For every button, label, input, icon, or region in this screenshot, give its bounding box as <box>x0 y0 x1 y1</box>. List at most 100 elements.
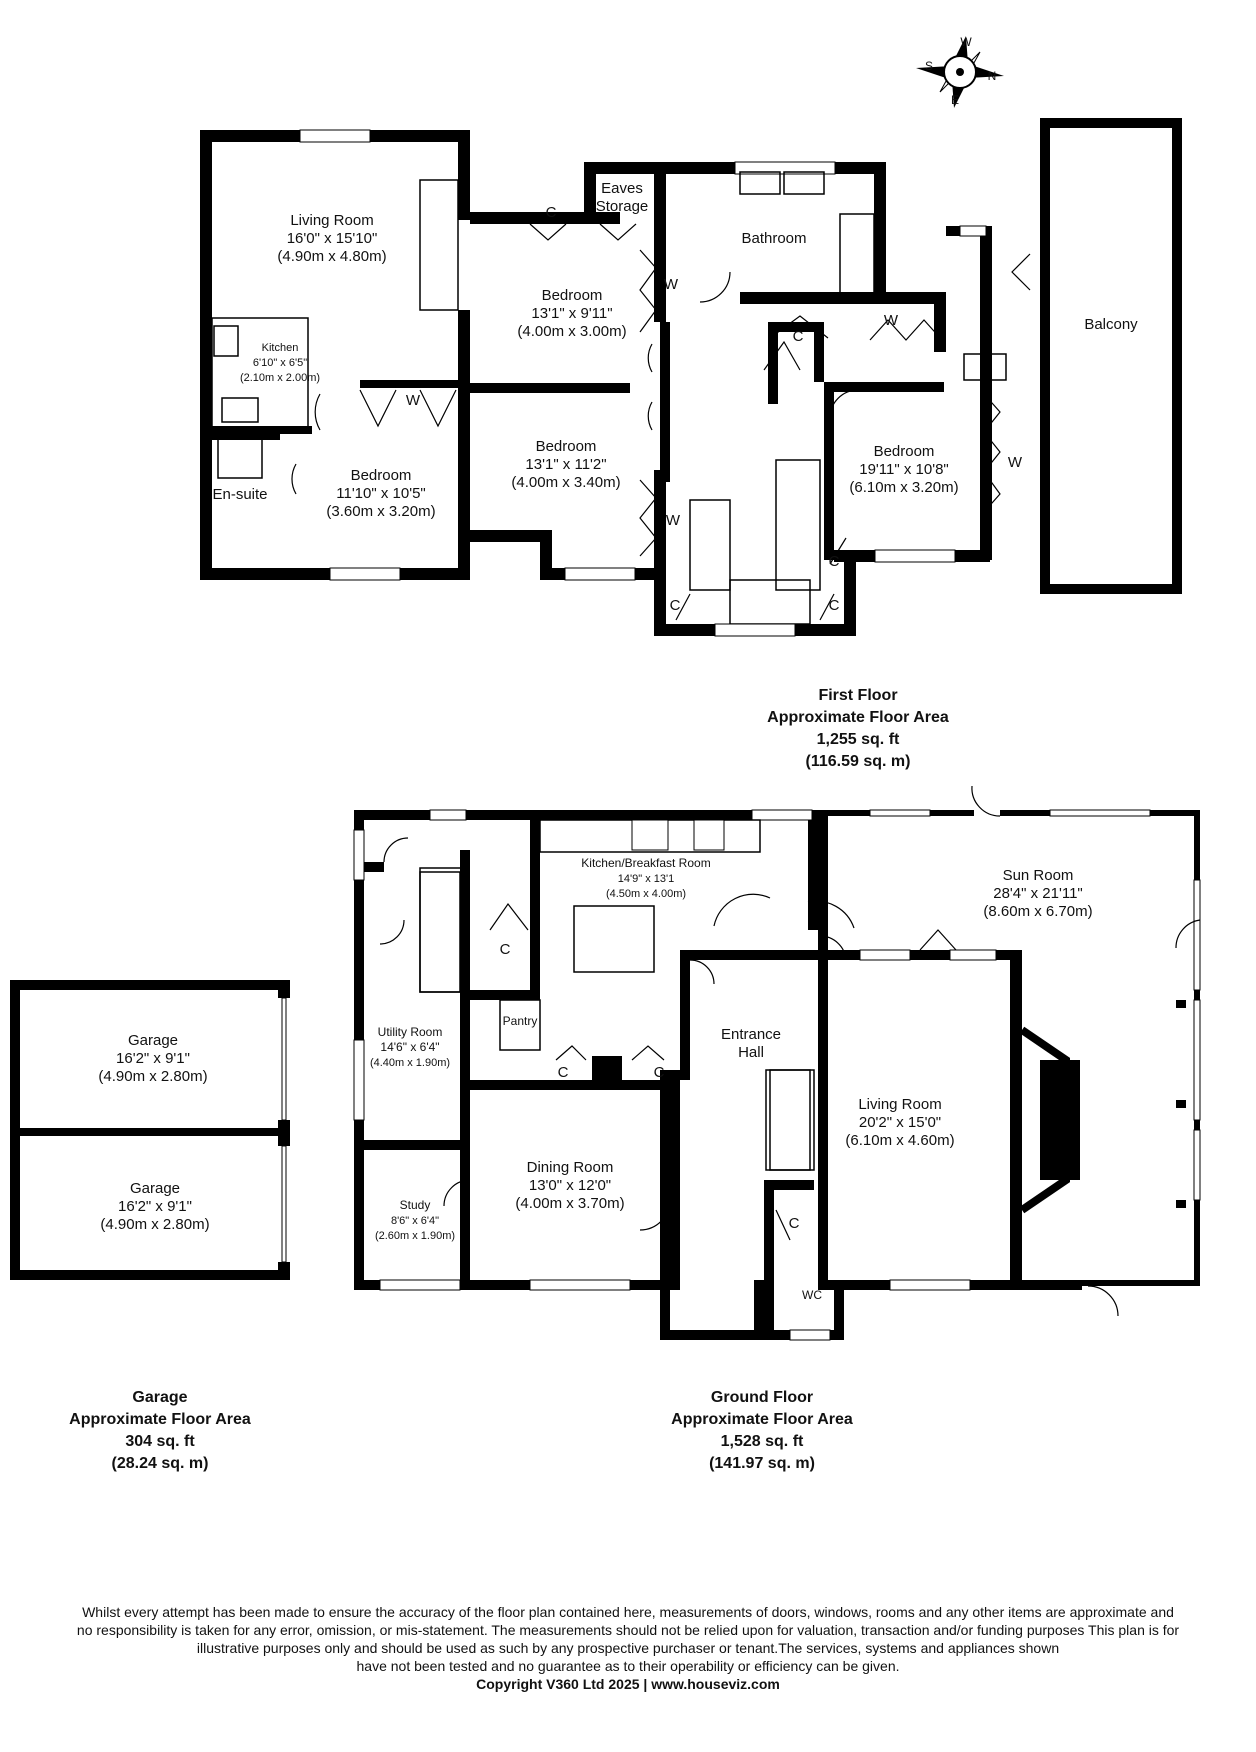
area-subtitle: Approximate Floor Area <box>671 1411 853 1428</box>
gf-dining-room-label: Dining Room 13'0" x 12'0" (4.00m x 3.70m… <box>515 1159 624 1212</box>
gf-sun-room-label: Sun Room 28'4" x 21'11" (8.60m x 6.70m) <box>983 867 1092 920</box>
compass-label-n: N <box>988 69 997 83</box>
copyright: Copyright V360 Ltd 2025 | www.houseviz.c… <box>476 1676 780 1692</box>
room-size-metric: (8.60m x 6.70m) <box>983 903 1092 920</box>
disclaimer-line: Whilst every attempt has been made to en… <box>82 1604 1174 1620</box>
cupboard-marker: C <box>829 597 840 614</box>
area-sqft: 304 sq. ft <box>125 1433 195 1450</box>
room-name: Bedroom <box>351 467 412 484</box>
ground-floor-plan <box>353 785 1201 1341</box>
wardrobe-marker: W <box>406 392 421 409</box>
area-title: Ground Floor <box>711 1389 813 1406</box>
room-name: Living Room <box>290 212 373 229</box>
ground-floor-area-caption: Ground Floor Approximate Floor Area 1,52… <box>671 1389 853 1472</box>
cupboard-marker: C <box>793 328 804 345</box>
room-size-metric: (4.90m x 2.80m) <box>100 1216 209 1233</box>
area-title: Garage <box>132 1389 187 1406</box>
first-floor-plan <box>200 118 1182 637</box>
cupboard-marker: C <box>546 204 557 221</box>
room-name: Bedroom <box>874 443 935 460</box>
room-size-imperial: 14'6" x 6'4" <box>380 1040 439 1054</box>
room-size-imperial: 13'1" x 9'11" <box>531 305 612 322</box>
gf-pantry-label: Pantry <box>503 1014 538 1028</box>
disclaimer: Whilst every attempt has been made to en… <box>0 1603 1256 1693</box>
room-name-line1: Entrance <box>721 1026 781 1043</box>
room-name: Living Room <box>858 1096 941 1113</box>
room-size-metric: (4.00m x 3.00m) <box>517 323 626 340</box>
ff-living-room-label: Living Room 16'0" x 15'10" (4.90m x 4.80… <box>277 212 386 265</box>
gf-living-room-label: Living Room 20'2" x 15'0" (6.10m x 4.60m… <box>845 1096 954 1149</box>
ground-stairs <box>419 871 811 1171</box>
room-size-metric: (4.40m x 1.90m) <box>370 1057 450 1069</box>
room-name: Utility Room <box>378 1025 443 1039</box>
garage-labels: Garage 16'2" x 9'1" (4.90m x 2.80m) Gara… <box>98 1032 209 1233</box>
disclaimer-line: illustrative purposes only and should be… <box>196 1640 1060 1656</box>
ff-kitchen-label: Kitchen 6'10" x 6'5" (2.10m x 2.00m) <box>240 342 320 384</box>
room-size-metric: (4.90m x 2.80m) <box>98 1068 207 1085</box>
ff-bedroom-e-label: Bedroom 19'11" x 10'8" (6.10m x 3.20m) <box>849 443 958 496</box>
ff-balcony-label: Balcony <box>1084 316 1138 333</box>
ground-floor-labels: Kitchen/Breakfast Room 14'9" x 13'1 (4.5… <box>370 856 1093 1302</box>
room-size-imperial: 13'0" x 12'0" <box>529 1177 611 1194</box>
gf-entrance-hall-label: Entrance Hall <box>721 1026 781 1061</box>
compass-label-e: E <box>951 93 959 107</box>
area-sqm: (28.24 sq. m) <box>112 1455 209 1472</box>
room-size-imperial: 11'10" x 10'5" <box>336 485 426 502</box>
room-size-imperial: 16'2" x 9'1" <box>116 1050 190 1067</box>
first-floor-labels: Living Room 16'0" x 15'10" (4.90m x 4.80… <box>212 180 1138 614</box>
cupboard-marker: C <box>789 1215 800 1232</box>
room-size-metric: (2.10m x 2.00m) <box>240 372 320 384</box>
area-subtitle: Approximate Floor Area <box>69 1411 251 1428</box>
compass-rose: W N E S <box>916 35 1004 108</box>
room-name: Sun Room <box>1003 867 1074 884</box>
cupboard-marker: C <box>500 941 511 958</box>
area-title: First Floor <box>818 687 897 704</box>
room-size-metric: (4.90m x 4.80m) <box>277 248 386 265</box>
first-floor-area-caption: First Floor Approximate Floor Area 1,255… <box>767 687 949 770</box>
room-size-metric: (3.60m x 3.20m) <box>326 503 435 520</box>
room-size-metric: (4.00m x 3.40m) <box>511 474 620 491</box>
room-size-metric: (2.60m x 1.90m) <box>375 1230 455 1242</box>
disclaimer-line: have not been tested and no guarantee as… <box>356 1658 900 1674</box>
ff-bathroom-label: Bathroom <box>741 230 806 247</box>
cupboard-marker: C <box>558 1064 569 1081</box>
room-name-line2: Storage <box>596 198 649 215</box>
cupboard-marker: C <box>670 597 681 614</box>
gf-utility-label: Utility Room 14'6" x 6'4" (4.40m x 1.90m… <box>370 1025 450 1069</box>
room-size-imperial: 8'6" x 6'4" <box>391 1215 439 1227</box>
gf-study-label: Study 8'6" x 6'4" (2.60m x 1.90m) <box>375 1198 455 1242</box>
room-size-imperial: 6'10" x 6'5" <box>253 357 307 369</box>
room-size-imperial: 13'1" x 11'2" <box>525 456 606 473</box>
area-subtitle: Approximate Floor Area <box>767 709 949 726</box>
room-name: Kitchen <box>262 342 299 354</box>
wardrobe-marker: W <box>664 276 679 293</box>
room-size-metric: (4.00m x 3.70m) <box>515 1195 624 1212</box>
room-size-imperial: 16'2" x 9'1" <box>118 1198 192 1215</box>
room-size-imperial: 14'9" x 13'1 <box>618 873 674 885</box>
area-sqft: 1,255 sq. ft <box>817 731 900 748</box>
cupboard-marker: C <box>829 553 840 570</box>
room-name-line1: Eaves <box>601 180 643 197</box>
room-name: Garage <box>128 1032 178 1049</box>
cupboard-marker: C <box>654 1064 665 1081</box>
room-size-imperial: 20'2" x 15'0" <box>859 1114 941 1131</box>
ff-bedroom-nw-label: Bedroom 13'1" x 9'11" (4.00m x 3.00m) <box>517 287 626 340</box>
disclaimer-line: no responsibility is taken for any error… <box>76 1622 1180 1638</box>
gf-kitchen-breakfast-label: Kitchen/Breakfast Room 14'9" x 13'1 (4.5… <box>581 856 710 900</box>
room-name: Bedroom <box>536 438 597 455</box>
area-sqft: 1,528 sq. ft <box>721 1433 804 1450</box>
room-size-metric: (6.10m x 4.60m) <box>845 1132 954 1149</box>
area-sqm: (116.59 sq. m) <box>806 753 911 770</box>
wardrobe-marker: W <box>666 512 681 529</box>
room-name: Kitchen/Breakfast Room <box>581 856 710 870</box>
room-size-metric: (4.50m x 4.00m) <box>606 888 686 900</box>
garage-area-caption: Garage Approximate Floor Area 304 sq. ft… <box>69 1389 251 1472</box>
ff-ensuite-label: En-suite <box>212 486 267 503</box>
room-size-imperial: 28'4" x 21'11" <box>993 885 1083 902</box>
room-name: Garage <box>130 1180 180 1197</box>
room-size-imperial: 16'0" x 15'10" <box>287 230 378 247</box>
ff-bedroom-sw-label: Bedroom 11'10" x 10'5" (3.60m x 3.20m) <box>326 467 435 520</box>
garage-plan <box>10 980 290 1280</box>
gf-wc-label: WC <box>802 1288 822 1302</box>
